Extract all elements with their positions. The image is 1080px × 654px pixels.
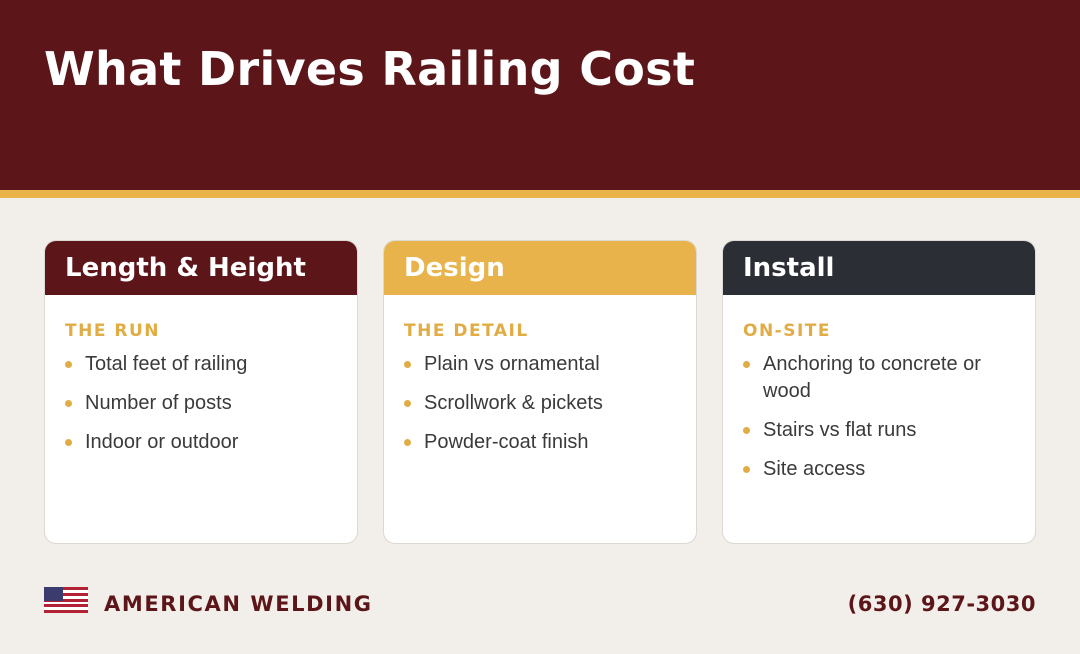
us-flag-icon (44, 587, 88, 613)
list-item: Number of posts (65, 390, 305, 417)
bullet-list: Anchoring to concrete or wood Stairs vs … (743, 351, 1015, 483)
card-header: Install (723, 241, 1035, 295)
card-subtitle: THE DETAIL (404, 321, 529, 341)
card-header: Length & Height (45, 241, 357, 295)
list-item: Plain vs ornamental (404, 351, 644, 378)
card-length-height: Length & Height THE RUN Total feet of ra… (44, 240, 358, 544)
list-item: Anchoring to concrete or wood (743, 351, 983, 405)
phone-number[interactable]: (630) 927-3030 (847, 592, 1036, 616)
card-body: ON-SITE Anchoring to concrete or wood St… (723, 295, 1035, 483)
page-title: What Drives Railing Cost (44, 42, 696, 96)
card-subtitle: ON-SITE (743, 321, 832, 341)
card-title: Install (743, 253, 835, 283)
card-body: THE DETAIL Plain vs ornamental Scrollwor… (384, 295, 696, 456)
brand-name: AMERICAN WELDING (104, 592, 373, 616)
card-title: Length & Height (65, 253, 306, 283)
list-item: Powder-coat finish (404, 429, 644, 456)
list-item: Site access (743, 456, 983, 483)
card-title: Design (404, 253, 505, 283)
card-subtitle: THE RUN (65, 321, 160, 341)
list-item: Total feet of railing (65, 351, 305, 378)
list-item: Indoor or outdoor (65, 429, 305, 456)
card-design: Design THE DETAIL Plain vs ornamental Sc… (383, 240, 697, 544)
card-install: Install ON-SITE Anchoring to concrete or… (722, 240, 1036, 544)
card-body: THE RUN Total feet of railing Number of … (45, 295, 357, 456)
list-item: Stairs vs flat runs (743, 417, 983, 444)
header-banner: What Drives Railing Cost (0, 0, 1080, 190)
list-item: Scrollwork & pickets (404, 390, 644, 417)
accent-stripe (0, 190, 1080, 198)
bullet-list: Total feet of railing Number of posts In… (65, 351, 337, 456)
card-header: Design (384, 241, 696, 295)
bullet-list: Plain vs ornamental Scrollwork & pickets… (404, 351, 676, 456)
